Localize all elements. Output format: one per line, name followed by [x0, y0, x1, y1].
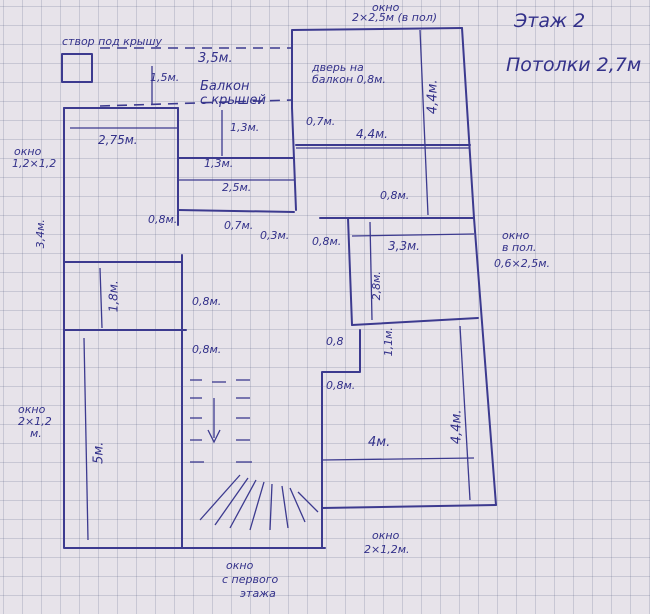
dim-0-8-small: 0,8 — [326, 335, 344, 348]
dim-0-8-door-2: 0,8м. — [192, 343, 222, 356]
wall-bottom-right — [321, 504, 497, 509]
dim-0-7-top: 0,7м. — [306, 115, 336, 128]
dim-3-4: 3,4м. — [33, 219, 47, 249]
stair-hatching — [190, 379, 319, 531]
dimension-lines — [63, 29, 475, 541]
dim-2-5: 2,5м. — [222, 181, 252, 194]
balcony-label-1: Балкон — [200, 79, 250, 94]
wall-right-room-left — [347, 217, 353, 326]
dim-0-8-left: 0,8м. — [148, 213, 178, 226]
dim-2-75: 2,75м. — [98, 133, 138, 147]
window-bottom-left-label-3: м. — [30, 427, 42, 440]
wall-right-upper — [461, 27, 475, 219]
dim-0-8-door-1: 0,8м. — [192, 295, 222, 308]
window-first-floor-label-1: окно — [226, 559, 254, 572]
dim-4-4-horizontal: 4,4м. — [356, 127, 388, 141]
wall-bottom-right-room — [321, 329, 361, 549]
window-right-label-2: в пол. — [502, 241, 537, 254]
balcony-door-label-2: балкон 0,8м. — [312, 73, 386, 86]
window-left-label-1: окно — [14, 145, 42, 158]
window-bottom-left-label-2: 2×1,2 — [18, 415, 52, 428]
window-right-label-3: 0,6×2,5м. — [494, 257, 550, 270]
dim-5: 5м. — [91, 441, 107, 464]
dim-4-4-right-top: 4,4м. — [425, 79, 441, 115]
ceiling-height-note: Потолки 2,7м — [506, 54, 642, 76]
window-bottom-label-2: 2×1,2м. — [364, 543, 410, 556]
outer-wall-right — [473, 217, 497, 506]
balcony-bottom-edge — [99, 99, 293, 107]
dim-0-7-mid: 0,7м. — [224, 219, 254, 232]
attic-hatch-label: створ под крышу — [62, 35, 163, 48]
wall-right-room-bottom — [351, 317, 479, 326]
attic-hatch-box — [61, 53, 93, 83]
floor-title: Этаж 2 — [514, 10, 586, 32]
outer-wall-left — [63, 107, 326, 549]
window-top-label-1: окно — [372, 1, 400, 14]
balcony-label-2: с крышей — [200, 93, 266, 108]
window-left-label-2: 1,2×1,2 — [12, 157, 57, 170]
dim-1-5: 1,5м. — [150, 71, 180, 84]
dim-3-3: 3,3м. — [388, 239, 420, 253]
dim-0-8-bottom: 0,8м. — [312, 235, 342, 248]
dim-0-3: 0,3м. — [260, 229, 290, 242]
dim-1-8: 1,8м. — [106, 280, 121, 313]
dim-1-1: 1,1м. — [381, 327, 395, 357]
dim-4: 4м. — [368, 435, 391, 450]
wall-top-right — [291, 27, 463, 109]
balcony-door-label-1: дверь на — [312, 61, 364, 74]
dim-4-4-right-bottom: 4,4м. — [449, 409, 465, 445]
window-first-floor-label-2: с первого — [222, 573, 279, 586]
dim-1-3-vertical: 1,3м. — [230, 121, 260, 134]
dim-0-8-room: 0,8м. — [326, 379, 356, 392]
dim-0-8-mid: 0,8м. — [380, 189, 410, 202]
dim-2-8: 2,8м. — [369, 271, 383, 301]
dim-1-3-horizontal: 1,3м. — [204, 157, 234, 170]
window-right-label-1: окно — [502, 229, 530, 242]
dim-3-5: 3,5м. — [198, 51, 233, 66]
wall-small-room-bottom — [177, 209, 295, 213]
window-first-floor-label-3: этажа — [240, 587, 276, 600]
window-bottom-left-label-1: окно — [18, 403, 46, 416]
window-top-label-2: 2×2,5м (в пол) — [352, 11, 438, 24]
window-bottom-label-1: окно — [372, 529, 400, 542]
